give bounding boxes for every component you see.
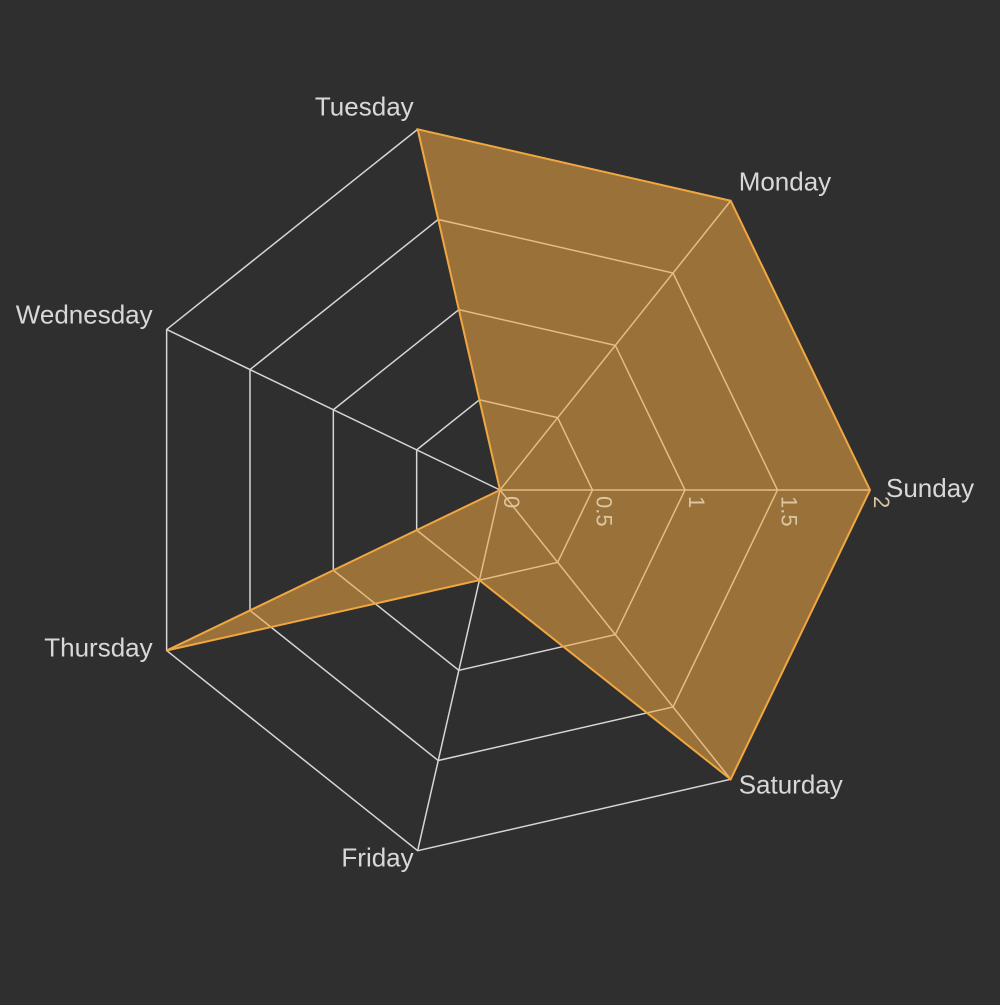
axis-label-friday: Friday: [341, 843, 413, 873]
axis-label-saturday: Saturday: [739, 769, 843, 799]
series-area-0: [166, 127, 872, 781]
radial-tick-label: 1: [684, 496, 709, 508]
axis-label-monday: Monday: [739, 167, 832, 197]
radial-tick-label: 1.5: [777, 496, 802, 527]
axis-label-wednesday: Wednesday: [16, 299, 153, 329]
spoke-wednesday: [166, 328, 501, 491]
axis-label-sunday: Sunday: [886, 473, 974, 503]
radial-tick-label: 0: [499, 496, 524, 508]
series-layer: [166, 127, 872, 781]
radial-tick-label: 2: [869, 496, 894, 508]
axis-label-tuesday: Tuesday: [315, 91, 414, 121]
radial-tick-label: 0.5: [592, 496, 617, 527]
axis-label-thursday: Thursday: [44, 633, 152, 663]
